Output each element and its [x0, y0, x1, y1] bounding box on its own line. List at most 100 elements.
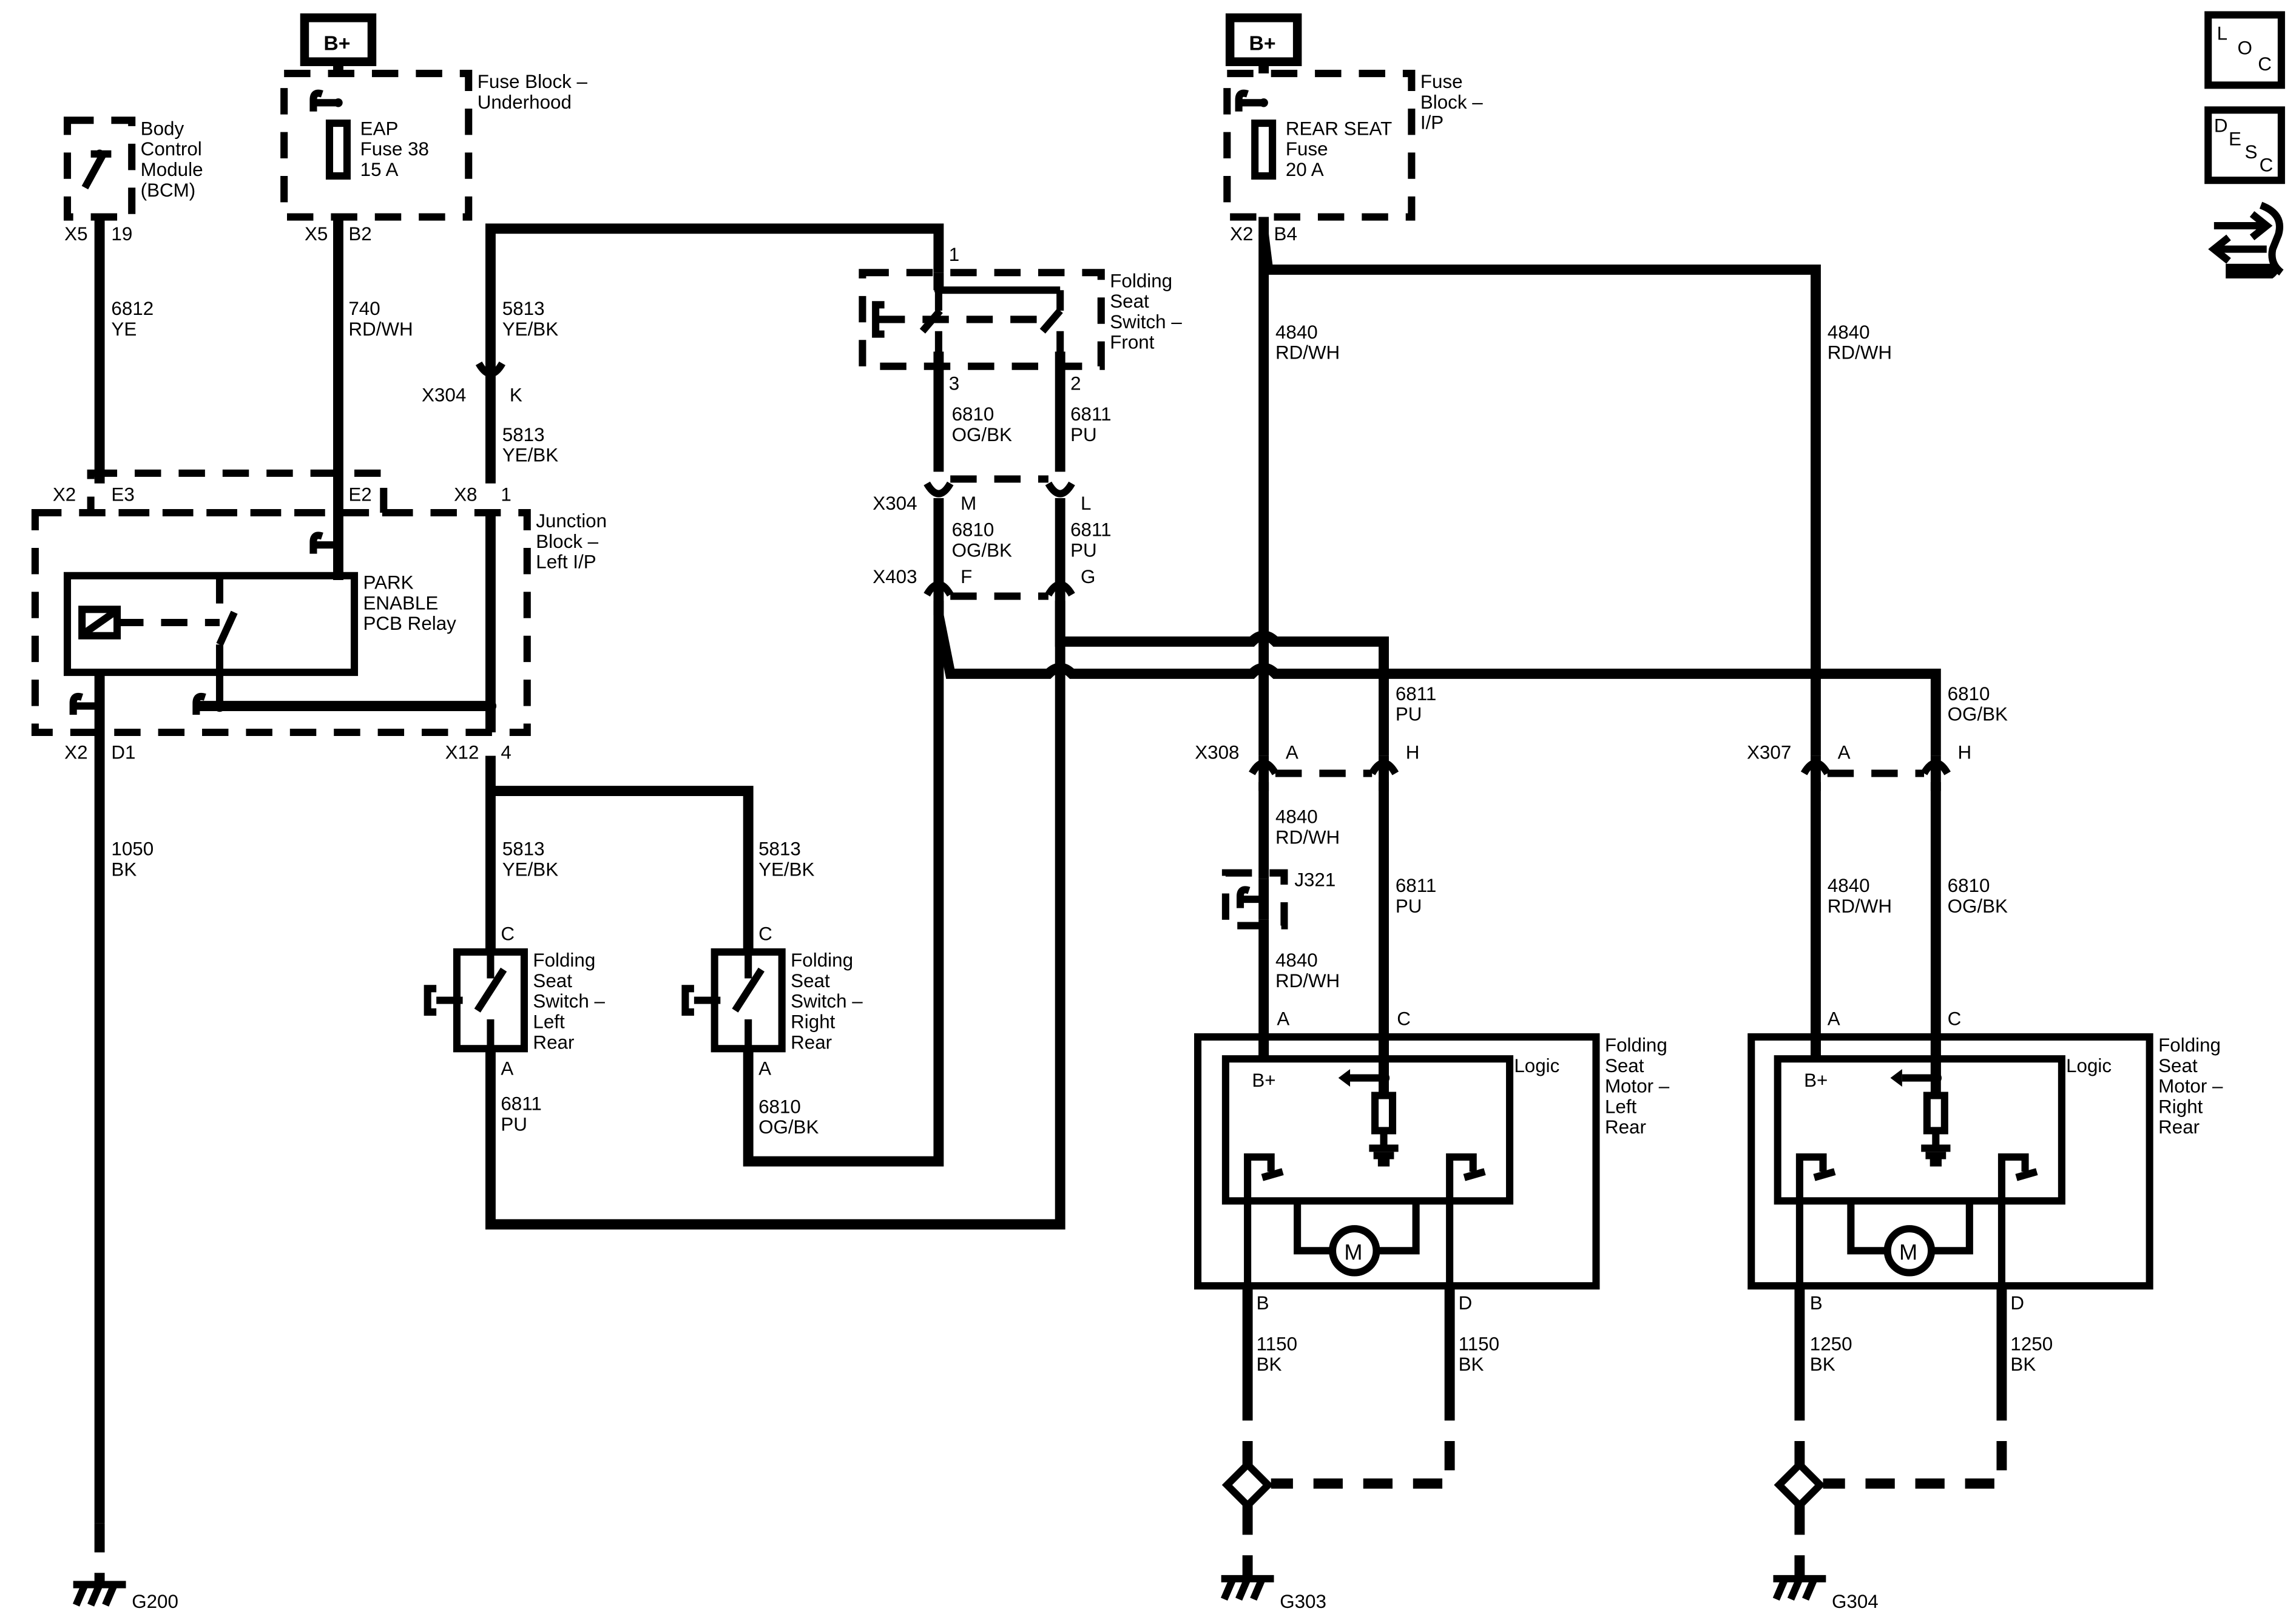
motor-left-name-2: Seat: [1605, 1055, 1644, 1076]
folding-seat-motor-right-rear[interactable]: [1747, 1033, 2153, 1290]
connector-x304-ml[interactable]: [923, 475, 1075, 498]
wire-4840-number-5: 4840: [1828, 875, 1870, 896]
fuse-block-underhood-label-2: Underhood: [478, 92, 572, 113]
motor-left-pin-a: A: [1277, 1008, 1289, 1030]
motor-right-bplus: B+: [1804, 1070, 1828, 1091]
wire-6811-color-1: PU: [501, 1113, 527, 1135]
front-switch-label-2: Seat: [1110, 291, 1149, 312]
right-rear-switch-label-4: Right: [791, 1011, 835, 1032]
junction-x12-connector: X12: [445, 741, 479, 763]
relay-label-3: PCB Relay: [363, 613, 456, 634]
ground-g200-icon[interactable]: [72, 1581, 126, 1607]
left-rear-switch-label-1: Folding: [533, 950, 595, 971]
rear-seat-fuse-label-2: Fuse: [1286, 138, 1328, 160]
wire-5813-right-rear[interactable]: [490, 786, 754, 953]
junction-pin-1: 1: [501, 484, 511, 505]
wire-1250-number-2: 1250: [2010, 1333, 2053, 1354]
left-rear-switch-label-4: Left: [533, 1011, 565, 1032]
wire-4840-color-2: RD/WH: [1828, 342, 1892, 363]
right-rear-switch-label-3: Switch –: [791, 991, 863, 1012]
wire-6811-number-5: 6811: [1396, 875, 1436, 896]
x304-pin-m: M: [961, 493, 976, 514]
wire-6811-number-3: 6811: [1070, 519, 1111, 541]
bcm-name-1: Body: [141, 118, 184, 139]
bcm-connector: X5: [64, 223, 87, 245]
folding-seat-switch-right-rear[interactable]: [681, 948, 786, 1053]
folding-seat-motor-left-rear[interactable]: [1194, 1033, 1600, 1290]
ground-g303-label: G303: [1280, 1591, 1326, 1612]
bcm-pin: 19: [111, 223, 132, 245]
connector-x304-k[interactable]: [475, 351, 505, 379]
front-switch-pin-1: 1: [949, 244, 959, 265]
wire-6811-color-4: PU: [1396, 704, 1422, 725]
splice-j321[interactable]: [1221, 869, 1288, 930]
wire-1050-color: BK: [111, 859, 137, 880]
wire-1250-number-1: 1250: [1810, 1333, 1852, 1354]
bplus-tag-right: B+: [1225, 13, 1302, 66]
ground-g303-icon[interactable]: [1220, 1575, 1274, 1601]
motor-right-name-3: Motor –: [2158, 1076, 2223, 1097]
junction-x8-connector: X8: [454, 484, 477, 505]
rear-seat-fuse-label-3: 20 A: [1286, 159, 1324, 180]
connector-x403[interactable]: [923, 580, 1075, 615]
wire-1250-color-2: BK: [2010, 1354, 2036, 1375]
fuse-block-ip-label-3: I/P: [1420, 112, 1443, 133]
fuse-block-ip[interactable]: [1223, 70, 1416, 221]
wire-6810-number-4: 6810: [1948, 683, 1990, 704]
motor-right-pin-b: B: [1810, 1292, 1823, 1314]
wire-6810-color-5: OG/BK: [1948, 896, 2008, 917]
wire-6811-left-rear[interactable]: [485, 600, 1065, 1230]
wire-740-color: RD/WH: [348, 319, 413, 340]
eap-fuse-label-3: 15 A: [360, 159, 399, 180]
component-swap-icon[interactable]: [2208, 201, 2284, 279]
connector-x307[interactable]: [1800, 755, 1951, 791]
motor-right-name-4: Right: [2158, 1096, 2203, 1117]
ground-g304-icon[interactable]: [1772, 1575, 1826, 1601]
folding-seat-switch-left-rear[interactable]: [424, 948, 528, 1053]
body-control-module[interactable]: [63, 116, 136, 221]
wire-1250-color-1: BK: [1810, 1354, 1835, 1375]
ground-diamond-left: [1221, 1459, 1274, 1511]
wire-6810-color-3: OG/BK: [952, 539, 1012, 561]
rear-seat-fuse-label-1: REAR SEAT: [1286, 118, 1392, 139]
wire-1150-color-2: BK: [1459, 1354, 1484, 1375]
park-enable-relay[interactable]: [63, 572, 359, 677]
junction-block-label-1: Junction: [536, 510, 607, 532]
relay-label-1: PARK: [363, 572, 413, 593]
x403-label: X403: [873, 566, 917, 587]
ground-g200-label: G200: [132, 1591, 178, 1612]
fuse-underhood-pin: B2: [348, 223, 371, 245]
desc-letter-s: S: [2245, 141, 2258, 163]
left-rear-switch-label-5: Rear: [533, 1031, 574, 1053]
wire-6810-to-right-motor[interactable]: [933, 614, 1941, 756]
junction-block-label-2: Block –: [536, 531, 598, 552]
wire-4840-right[interactable]: [1258, 234, 1821, 756]
junction-pin-4: 4: [501, 741, 511, 763]
wire-6811-to-left-motor[interactable]: [1055, 615, 1389, 756]
wire-4840-number-3: 4840: [1275, 806, 1318, 828]
wire-5813-top[interactable]: [485, 223, 944, 352]
wire-6810-color-4: OG/BK: [1948, 704, 2008, 725]
x308-pin-h: H: [1406, 741, 1420, 763]
connector-x308[interactable]: [1249, 755, 1399, 791]
wire-4840-color-1: RD/WH: [1275, 342, 1340, 363]
ground-diamond-right: [1774, 1459, 1826, 1511]
wire-6810-right-rear[interactable]: [743, 600, 944, 1167]
motor-right-pin-c: C: [1948, 1008, 1962, 1030]
x308-label: X308: [1195, 741, 1239, 763]
wire-5813-color-1: YE/BK: [502, 319, 558, 340]
loc-letter-c: C: [2258, 53, 2272, 75]
fuse-block-ip-label-2: Block –: [1420, 92, 1483, 113]
folding-seat-switch-front[interactable]: [859, 269, 1105, 370]
fuse-block-underhood[interactable]: [280, 70, 473, 221]
front-switch-label-4: Front: [1110, 332, 1154, 353]
left-rear-switch-pin-a: A: [501, 1058, 513, 1079]
front-switch-pin-2: 2: [1070, 373, 1081, 394]
motor-left-pin-c: C: [1397, 1008, 1411, 1030]
loc-button[interactable]: L O C: [2204, 11, 2285, 89]
desc-button[interactable]: D E S C: [2204, 106, 2285, 184]
desc-letter-c: C: [2260, 155, 2274, 176]
junction-block-left-ip[interactable]: [31, 469, 531, 737]
fuse-block-underhood-label-1: Fuse Block –: [478, 71, 588, 92]
